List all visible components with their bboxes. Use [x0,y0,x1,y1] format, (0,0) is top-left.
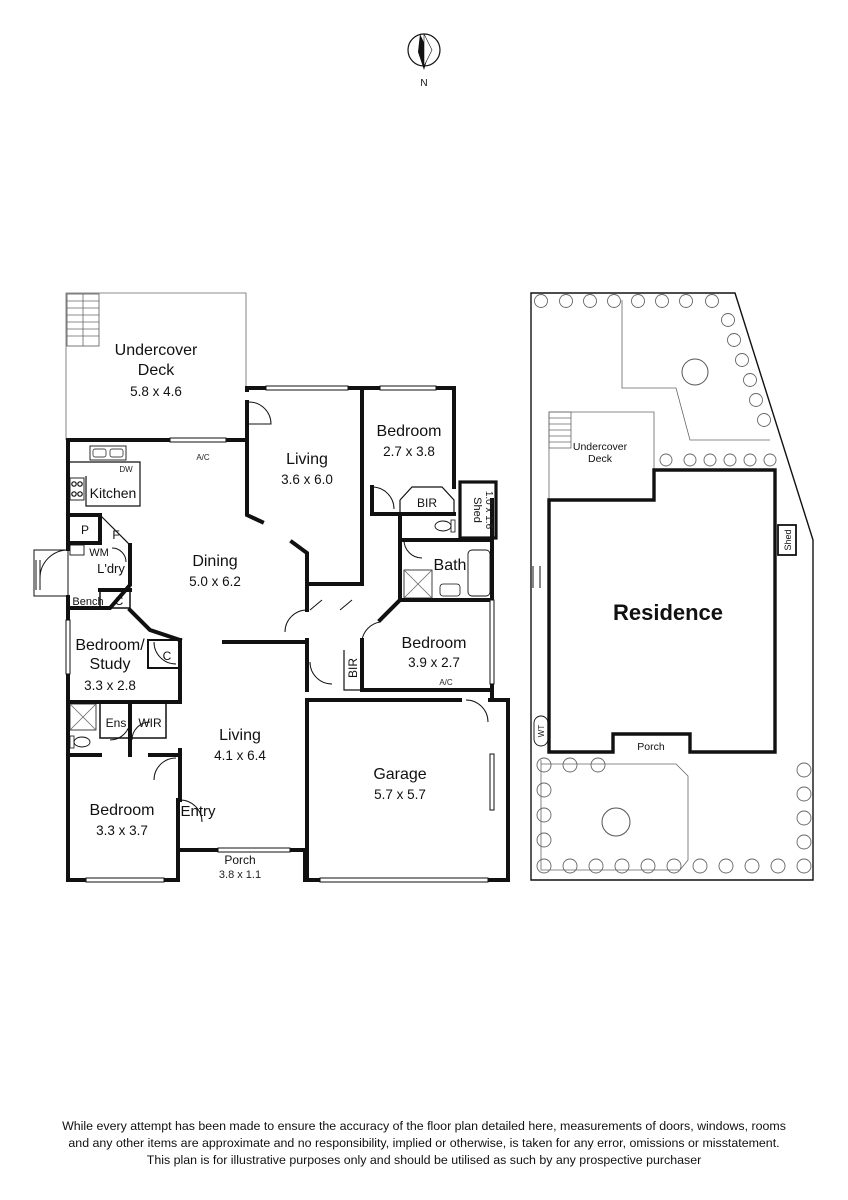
bedroom-mid-name: Bedroom [402,635,467,652]
laundry-label: L'dry [97,561,125,576]
garage-name: Garage [373,766,426,783]
living-top-dims: 3.6 x 6.0 [281,472,333,487]
ac-label-1: A/C [196,453,210,462]
bedroom-bottom-dims: 3.3 x 3.7 [96,823,148,838]
tree-row-deck [659,453,777,467]
compass-north-label: N [420,78,427,89]
undercover-deck-dims: 5.8 x 4.6 [130,384,182,399]
shed-dims: 1.0 x 1.6 [483,491,494,530]
tree-row-front [536,757,812,874]
disclaimer-line-1: While every attempt has been made to ens… [62,1119,786,1133]
undercover-deck-outline [65,292,247,440]
front-feature-tree-icon [601,807,631,837]
bedroom-top-name: Bedroom [377,423,442,440]
water-tank-icon [533,715,549,747]
kitchen-name: Kitchen [90,485,137,501]
cupboard-label-2: C [163,649,172,663]
shed-label: Shed [471,497,483,523]
tree-row-top [534,294,771,427]
fridge-label: F [112,528,119,542]
living-top-name: Living [286,451,328,468]
entry-name: Entry [180,803,216,820]
deck-stairs-icon [66,293,100,347]
bath-name: Bath [434,557,467,574]
bench-label: Bench [72,596,103,608]
site-deck: Undercover Deck [548,411,655,500]
porch-dims: 3.8 x 1.1 [219,869,261,881]
ensuite-toilet-icon [73,736,91,748]
site-plan: Undercover Deck Residence Porch Shed WT [530,292,814,881]
ac-label-2: A/C [439,678,453,687]
sink-icon [89,445,127,461]
bath-fixtures [69,519,491,749]
feature-tree-icon [681,358,709,386]
dining-dims: 5.0 x 6.2 [189,574,241,589]
site-deck-label: Deck [588,453,613,465]
floor-plan: Shed 1.0 x 1.6 Undercover Deck 5.8 x 4.6… [33,292,510,883]
toilet-icon [434,520,452,532]
shed-box: Shed 1.0 x 1.6 [458,480,498,540]
dishwasher-label: DW [119,465,133,474]
ensuite-label: Ens [106,716,127,730]
living-bottom-dims: 4.1 x 6.4 [214,748,266,763]
dining-name: Dining [192,553,237,570]
compass: N [407,33,441,89]
living-bottom-name: Living [219,727,261,744]
site-shed-label: Shed [783,529,793,550]
wm-label: WM [89,547,109,559]
cooktop-icon [69,477,85,501]
bedroom-top-dims: 2.7 x 3.8 [383,444,435,459]
residence-label: Residence [613,600,723,625]
undercover-deck-name-2: Deck [138,362,175,379]
bedroom-study-name: Bedroom/ [75,637,145,654]
interior-walls [66,386,510,882]
wir-label: WIR [138,716,162,730]
pantry-label: P [81,523,89,537]
bedroom-study-dims: 3.3 x 2.8 [84,678,136,693]
site-undercover-label: Undercover [573,441,628,453]
washing-machine-icon [69,544,85,556]
residence-footprint [547,468,777,754]
small-room-boxes [99,589,181,739]
cupboard-label-1: C [115,594,124,608]
bir-bottom-label: BIR [346,658,360,678]
laundry-door [33,549,69,597]
disclaimer: While every attempt has been made to ens… [24,1118,824,1169]
bedroom-study-name-2: Study [90,656,131,673]
porch-name: Porch [224,853,255,867]
bir-top-label: BIR [417,496,437,510]
garage-dims: 5.7 x 5.7 [374,787,426,802]
disclaimer-line-2: and any other items are approximate and … [68,1136,780,1150]
bathtub-icon [467,549,491,597]
kitchen-fixtures [69,445,141,556]
bedroom-mid-dims: 3.9 x 2.7 [408,655,460,670]
disclaimer-line-3: This plan is for illustrative purposes o… [146,1153,702,1167]
lot-boundary [530,292,814,881]
windows [65,385,495,883]
bedroom-bottom-name: Bedroom [90,802,155,819]
undercover-deck-name: Undercover [115,342,198,359]
room-labels: Undercover Deck 5.8 x 4.6 Living 3.6 x 6… [75,342,466,881]
storage-outlines [99,486,455,691]
site-porch-label: Porch [637,741,665,753]
fixture-labels: BIR BIR P F WM L'dry Bench C C Ens WIR D… [72,453,452,730]
water-tank-label: WT [537,725,546,738]
